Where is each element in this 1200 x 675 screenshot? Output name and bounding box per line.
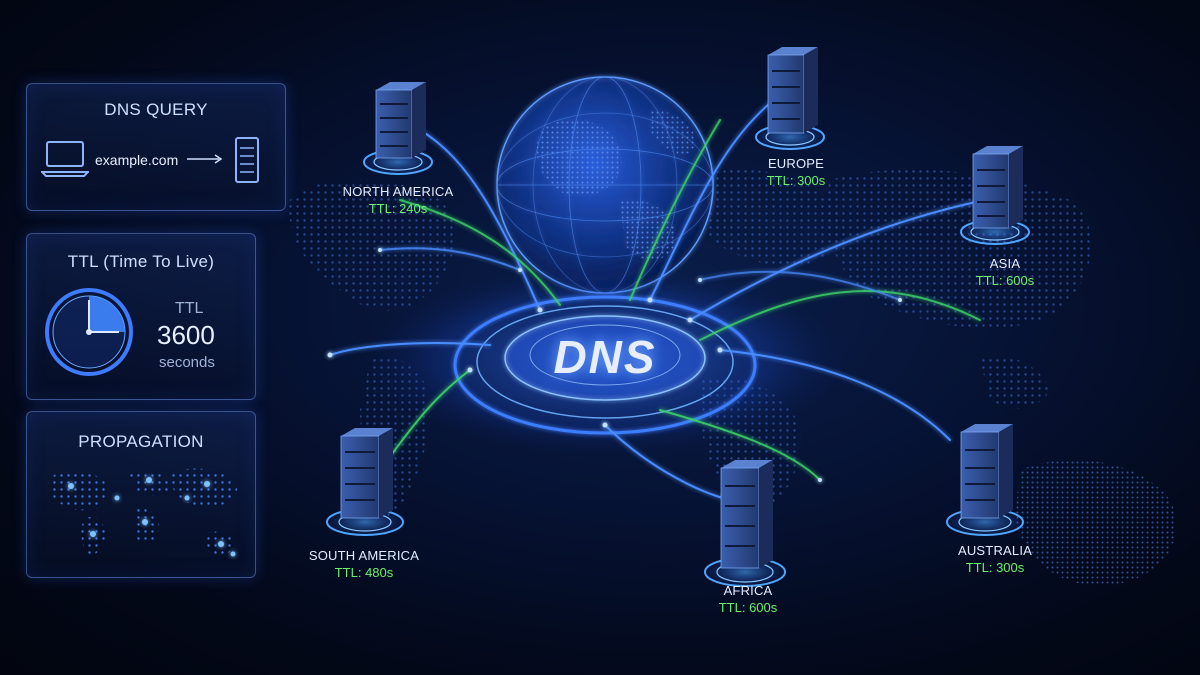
clock-icon — [45, 288, 133, 376]
panel-title: DNS QUERY — [104, 100, 208, 119]
region-ttl: TTL: 600s — [975, 273, 1035, 288]
ttl-panel: TTL (Time To Live) TTL 3600 seconds — [26, 233, 256, 400]
server-asia — [957, 146, 1033, 246]
panel-title: TTL (Time To Live) — [67, 252, 215, 271]
ttl-value: 3600 — [157, 320, 215, 350]
link-nodes — [327, 248, 902, 482]
region-south-america: SOUTH AMERICA TTL: 480s — [279, 548, 449, 580]
region-name: SOUTH AMERICA — [308, 548, 420, 563]
region-ttl: TTL: 300s — [766, 173, 826, 188]
server-australia — [943, 424, 1027, 537]
region-name: ASIA — [989, 256, 1021, 271]
region-ttl: TTL: 240s — [368, 201, 428, 216]
region-north-america: NORTH AMERICA TTL: 240s — [313, 184, 483, 216]
region-name: AFRICA — [723, 583, 773, 598]
dns-center-label: DNS — [553, 331, 657, 383]
region-ttl: TTL: 300s — [965, 560, 1025, 575]
ttl-label: TTL — [175, 300, 204, 317]
region-australia: AUSTRALIA TTL: 300s — [910, 543, 1080, 575]
server-icon — [235, 137, 259, 183]
region-europe: EUROPE TTL: 300s — [711, 156, 881, 188]
query-domain: example.com — [95, 152, 179, 168]
region-name: NORTH AMERICA — [342, 184, 454, 199]
region-africa: AFRICA TTL: 600s — [663, 583, 833, 615]
panel-title: PROPAGATION — [78, 432, 204, 451]
server-europe — [752, 47, 828, 151]
arrow-right-icon — [187, 154, 223, 164]
server-africa — [701, 460, 789, 588]
region-name: EUROPE — [767, 156, 825, 171]
region-ttl: TTL: 600s — [718, 600, 778, 615]
propagation-map-icon — [48, 468, 238, 557]
region-ttl: TTL: 480s — [334, 565, 394, 580]
dns-platform — [365, 265, 845, 455]
globe — [496, 76, 714, 294]
region-name: AUSTRALIA — [957, 543, 1033, 558]
dns-query-panel: DNS QUERY example.com — [26, 83, 286, 211]
server-north-america — [360, 82, 436, 176]
region-asia: ASIA TTL: 600s — [920, 256, 1090, 288]
propagation-panel: PROPAGATION — [26, 411, 256, 578]
laptop-icon — [41, 141, 89, 177]
ttl-unit: seconds — [159, 354, 215, 371]
server-south-america — [323, 428, 407, 537]
